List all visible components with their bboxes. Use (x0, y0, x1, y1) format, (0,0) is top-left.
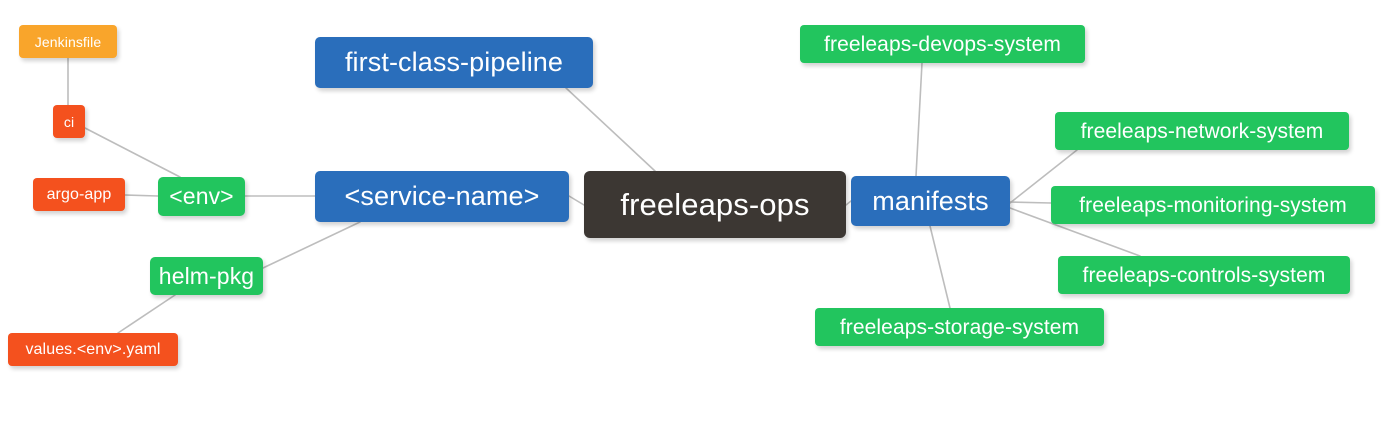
node-values-env-yaml[interactable]: values.<env>.yaml (8, 333, 178, 366)
edge-env-to-argo-app (124, 194, 159, 197)
node-label-freeleaps-ops: freeleaps-ops (620, 187, 810, 222)
node-label-ci: ci (63, 113, 75, 130)
edge-service-name-to-helm-pkg (262, 221, 361, 269)
node-helm-pkg[interactable]: helm-pkg (150, 257, 263, 295)
node-label-first-class-pipeline: first-class-pipeline (344, 47, 564, 77)
node-label-freeleaps-network-system: freeleaps-network-system (1080, 119, 1324, 143)
node-label-manifests: manifests (872, 185, 989, 216)
node-label-jenkinsfile: Jenkinsfile (34, 33, 102, 50)
node-label-freeleaps-monitoring-system: freeleaps-monitoring-system (1079, 193, 1347, 217)
node-freeleaps-network-system[interactable]: freeleaps-network-system (1055, 112, 1349, 150)
node-label-values-env-yaml: values.<env>.yaml (25, 340, 161, 358)
node-freeleaps-devops-system[interactable]: freeleaps-devops-system (800, 25, 1085, 63)
node-label-freeleaps-devops-system: freeleaps-devops-system (824, 32, 1061, 56)
node-freeleaps-storage-system[interactable]: freeleaps-storage-system (815, 308, 1104, 346)
node-label-helm-pkg: helm-pkg (158, 262, 255, 289)
edge-helm-pkg-to-values-env-yaml (117, 294, 176, 334)
node-label-freeleaps-controls-system: freeleaps-controls-system (1082, 263, 1326, 287)
edge-freeleaps-ops-to-first-class-pipeline (565, 87, 656, 172)
node-freeleaps-controls-system[interactable]: freeleaps-controls-system (1058, 256, 1350, 294)
node-ci[interactable]: ci (53, 105, 85, 138)
node-label-argo-app: argo-app (46, 185, 112, 203)
edge-env-to-ci (84, 127, 181, 178)
edge-manifests-to-freeleaps-monitoring-system (1009, 201, 1052, 204)
node-label-service-name: <service-name> (344, 181, 540, 211)
node-first-class-pipeline[interactable]: first-class-pipeline (315, 37, 593, 88)
edge-freeleaps-ops-to-service-name (568, 195, 585, 206)
node-freeleaps-ops[interactable]: freeleaps-ops (584, 171, 846, 238)
node-freeleaps-monitoring-system[interactable]: freeleaps-monitoring-system (1051, 186, 1375, 224)
node-label-freeleaps-storage-system: freeleaps-storage-system (839, 315, 1080, 339)
node-jenkinsfile[interactable]: Jenkinsfile (19, 25, 117, 58)
node-label-env: <env> (169, 183, 234, 209)
edge-manifests-to-freeleaps-devops-system (915, 62, 923, 177)
node-service-name[interactable]: <service-name> (315, 171, 569, 222)
node-argo-app[interactable]: argo-app (33, 178, 125, 211)
node-manifests[interactable]: manifests (851, 176, 1010, 226)
edge-manifests-to-freeleaps-storage-system (929, 225, 951, 309)
node-env[interactable]: <env> (158, 177, 245, 216)
